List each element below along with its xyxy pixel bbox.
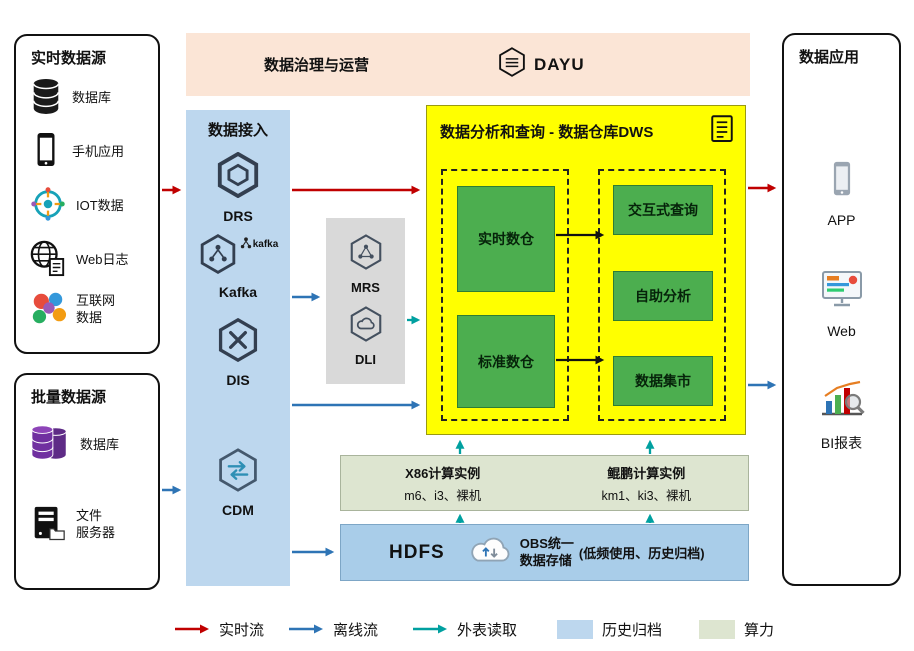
storage-panel: HDFS OBS统一 数据存储 (低频使用、历史归档)	[340, 524, 749, 581]
bi-report-icon	[819, 378, 865, 425]
file-server-icon	[29, 503, 67, 548]
ingestion-panel: 数据接入 DRS kafka Kafka DIS	[186, 110, 290, 586]
legend-history-archive: 历史归档	[557, 617, 662, 641]
applications-panel: 数据应用 APP Web BI报表	[782, 33, 901, 586]
source-item-internet: 互联网 数据	[29, 288, 115, 332]
purple-database-icon	[29, 423, 71, 468]
realtime-sources-title: 实时数据源	[31, 50, 107, 67]
module-standard-warehouse: 标准数仓	[457, 315, 555, 408]
red-arrow-icon	[175, 624, 209, 634]
batch-sources-panel: 批量数据源 数据库 文件 服务器	[14, 373, 160, 590]
source-item-file-server: 文件 服务器	[29, 503, 115, 547]
dayu-logo: DAYU	[497, 47, 585, 82]
governance-title: 数据治理与运营	[264, 57, 370, 74]
dis-icon	[216, 317, 260, 367]
drs-icon	[215, 151, 261, 203]
app-item-app: APP	[784, 159, 899, 228]
module-self-service-analysis: 自助分析	[613, 271, 713, 321]
dws-panel: 数据分析和查询 - 数据仓库DWS 实时数仓 标准数仓 交互式查询 自助分析 数…	[426, 105, 746, 435]
source-item-batch-database: 数据库	[29, 423, 119, 467]
blue-arrow-icon	[289, 624, 323, 634]
source-item-weblog: Web日志	[29, 238, 129, 282]
batch-sources-title: 批量数据源	[31, 389, 107, 406]
teal-arrow-icon	[413, 624, 447, 634]
compute-power-swatch	[699, 619, 735, 639]
module-data-mart: 数据集市	[613, 356, 713, 406]
service-mrs: MRS	[326, 234, 405, 295]
module-interactive-query: 交互式查询	[613, 185, 713, 235]
service-cdm: CDM	[186, 448, 290, 518]
governance-banner: 数据治理与运营 DAYU	[186, 33, 750, 96]
dli-icon	[348, 306, 384, 347]
processing-panel: MRS DLI	[326, 218, 405, 384]
app-item-web: Web	[784, 268, 899, 339]
cdm-icon	[216, 448, 260, 497]
source-item-mobile: 手机应用	[29, 130, 124, 174]
history-archive-swatch	[557, 619, 593, 639]
legend-compute-power: 算力	[699, 617, 774, 641]
source-item-iot: IOT数据	[29, 184, 124, 228]
realtime-sources-panel: 实时数据源 数据库 手机应用 IOT数据 Web日志	[14, 34, 160, 354]
dws-title: 数据分析和查询 - 数据仓库DWS	[440, 124, 654, 141]
app-phone-icon	[824, 159, 860, 204]
document-icon	[707, 114, 737, 149]
module-realtime-warehouse: 实时数仓	[457, 186, 555, 292]
dws-header: 数据分析和查询 - 数据仓库DWS	[427, 106, 745, 149]
storage-note: (低频使用、历史归档)	[578, 546, 705, 561]
web-monitor-icon	[820, 268, 864, 315]
kafka-icon	[198, 234, 238, 279]
service-dis: DIS	[186, 317, 290, 388]
analysis-group: 交互式查询 自助分析 数据集市	[598, 169, 726, 421]
mrs-icon	[348, 234, 384, 275]
x86-compute: X86计算实例 m6、i3、裸机	[404, 465, 482, 503]
app-item-bi: BI报表	[784, 378, 899, 453]
kunpeng-compute: 鲲鹏计算实例 km1、ki3、裸机	[601, 465, 692, 503]
ingestion-title: 数据接入	[207, 122, 268, 139]
web-log-icon	[29, 238, 67, 283]
obs-cloud-icon	[467, 534, 513, 571]
kafka-logo-icon	[240, 237, 251, 249]
service-kafka: kafka Kafka	[186, 234, 290, 300]
legend-realtime-flow: 实时流	[174, 617, 264, 641]
legend-external-read: 外表读取	[412, 617, 517, 641]
hdfs-label: HDFS	[389, 541, 445, 563]
legend-offline-flow: 离线流	[288, 617, 378, 641]
compute-panel: X86计算实例 m6、i3、裸机 鲲鹏计算实例 km1、ki3、裸机	[340, 455, 749, 511]
kafka-wordmark: kafka	[240, 236, 278, 252]
source-item-database: 数据库	[29, 76, 111, 120]
database-icon	[29, 76, 63, 121]
dayu-icon	[497, 47, 527, 82]
warehouse-group: 实时数仓 标准数仓	[441, 169, 569, 421]
internet-data-icon	[29, 288, 67, 333]
dayu-logo-text: DAYU	[534, 54, 585, 74]
iot-icon	[29, 184, 67, 229]
service-dli: DLI	[326, 306, 405, 367]
applications-title: 数据应用	[799, 49, 860, 66]
service-drs: DRS	[186, 151, 290, 224]
obs-label: OBS统一 数据存储	[519, 536, 574, 568]
mobile-icon	[29, 130, 63, 175]
